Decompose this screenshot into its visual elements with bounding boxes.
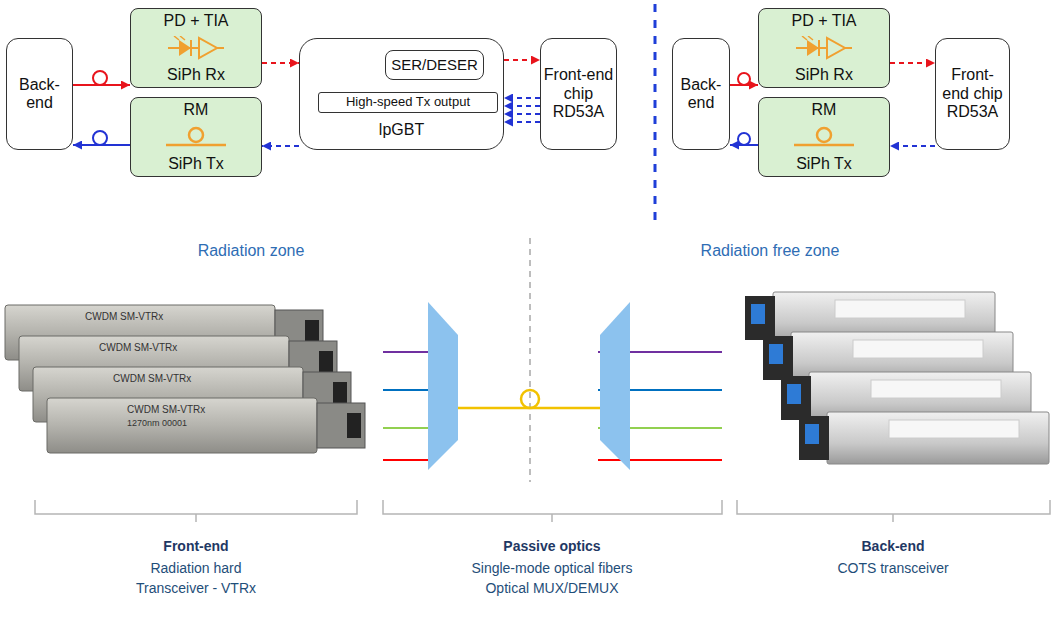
group-bracket	[737, 500, 1050, 522]
module-front	[745, 296, 775, 340]
module-front	[799, 416, 829, 460]
channel-line	[383, 427, 430, 429]
back-end-box: Back-end	[6, 38, 73, 150]
front-end-chip-box: Front-end chip RD53A	[540, 38, 617, 150]
group-heading: Back-end	[861, 538, 924, 555]
group-note: Radiation hard	[150, 560, 241, 577]
electrical-link	[504, 113, 540, 115]
group-bracket	[35, 500, 357, 522]
electrical-link	[890, 145, 935, 147]
optical-link	[73, 71, 130, 85]
node-text: Front-end chip RD53A	[938, 66, 1007, 121]
siph-receiver-box: PD + TIA SiPh Rx	[758, 8, 890, 88]
module-body	[827, 412, 1049, 464]
module-sticker	[853, 340, 983, 358]
tx-output-box: High-speed Tx output	[318, 92, 498, 113]
vtrx-module	[47, 398, 365, 453]
siph-transmitter-box: RM SiPh Tx	[130, 97, 262, 177]
node-text: RM	[184, 101, 209, 119]
node-text: SiPh Tx	[168, 155, 224, 173]
module-sticker	[835, 300, 965, 318]
channel-line	[598, 459, 722, 461]
node-text: High-speed Tx output	[346, 95, 470, 110]
electrical-link	[504, 97, 540, 99]
group-heading: Passive optics	[503, 538, 600, 555]
group-bracket	[383, 500, 722, 522]
optical-link	[73, 131, 130, 145]
electrical-link	[262, 62, 299, 64]
siph-transmitter-box: RM SiPh Tx	[758, 97, 890, 177]
electrical-link	[504, 105, 540, 107]
module-marking: 1270nm 00001	[127, 418, 187, 429]
group-note: COTS transceiver	[837, 560, 948, 577]
group-note: Optical MUX/DEMUX	[485, 580, 618, 597]
electrical-link	[890, 62, 935, 64]
node-text: Back-end	[675, 76, 727, 113]
channel-line	[383, 389, 430, 391]
photodiode-tia-symbol	[794, 36, 854, 60]
module-port	[347, 413, 361, 438]
module-sticker	[889, 420, 1019, 438]
zone-label: Radiation zone	[198, 241, 305, 260]
zone-label: Radiation free zone	[701, 241, 840, 260]
module-marking: CWDM SM-VTRx	[113, 373, 191, 385]
sfp-module	[799, 412, 1049, 464]
node-text: Back-end	[9, 76, 70, 113]
group-heading: Front-end	[163, 538, 228, 555]
node-text: lpGBT	[379, 121, 424, 139]
electrical-link	[262, 145, 299, 147]
group-note: Transceiver - VTRx	[136, 580, 256, 597]
node-text: SER/DESER	[391, 56, 478, 73]
module-latch	[805, 424, 819, 444]
node-text: SiPh Rx	[167, 66, 225, 84]
node-text: RM	[812, 101, 837, 119]
siph-receiver-box: PD + TIA SiPh Rx	[130, 8, 262, 88]
ring-modulator-symbol	[166, 125, 226, 149]
photodiode-tia-symbol	[166, 36, 226, 60]
optical-mux	[428, 302, 458, 470]
node-text: Front-end chip RD53A	[543, 66, 614, 121]
module-marking: CWDM SM-VTRx	[85, 311, 163, 323]
node-text: SiPh Rx	[795, 66, 853, 84]
module-marking: CWDM SM-VTRx	[99, 342, 177, 354]
module-front	[781, 376, 811, 420]
electrical-link	[504, 59, 540, 61]
radiation-boundary	[529, 238, 531, 482]
electrical-link	[504, 121, 540, 123]
module-latch	[751, 304, 765, 324]
channel-line	[383, 459, 430, 461]
back-end-box: Back-end	[672, 38, 730, 150]
optical-link	[730, 73, 758, 85]
node-text: PD + TIA	[791, 12, 856, 30]
ring-modulator-symbol	[794, 125, 854, 149]
front-end-chip-box: Front-end chip RD53A	[935, 38, 1010, 150]
module-sticker	[871, 380, 1001, 398]
module-connector	[317, 403, 365, 448]
fiber-loop	[521, 390, 539, 408]
channel-line	[383, 351, 430, 353]
group-note: Single-mode optical fibers	[471, 560, 632, 577]
module-front	[763, 336, 793, 380]
node-text: SiPh Tx	[796, 155, 852, 173]
lpgbt-box: lpGBT SER/DESER High-speed Tx output	[299, 38, 504, 150]
module-latch	[787, 384, 801, 404]
module-latch	[769, 344, 783, 364]
module-marking: CWDM SM-VTRx	[127, 404, 205, 416]
zone-separator	[654, 4, 657, 228]
module-body	[47, 398, 317, 453]
serdes-box: SER/DESER	[385, 50, 484, 80]
optical-link	[730, 133, 758, 145]
optical-demux	[600, 302, 630, 470]
node-text: PD + TIA	[163, 12, 228, 30]
